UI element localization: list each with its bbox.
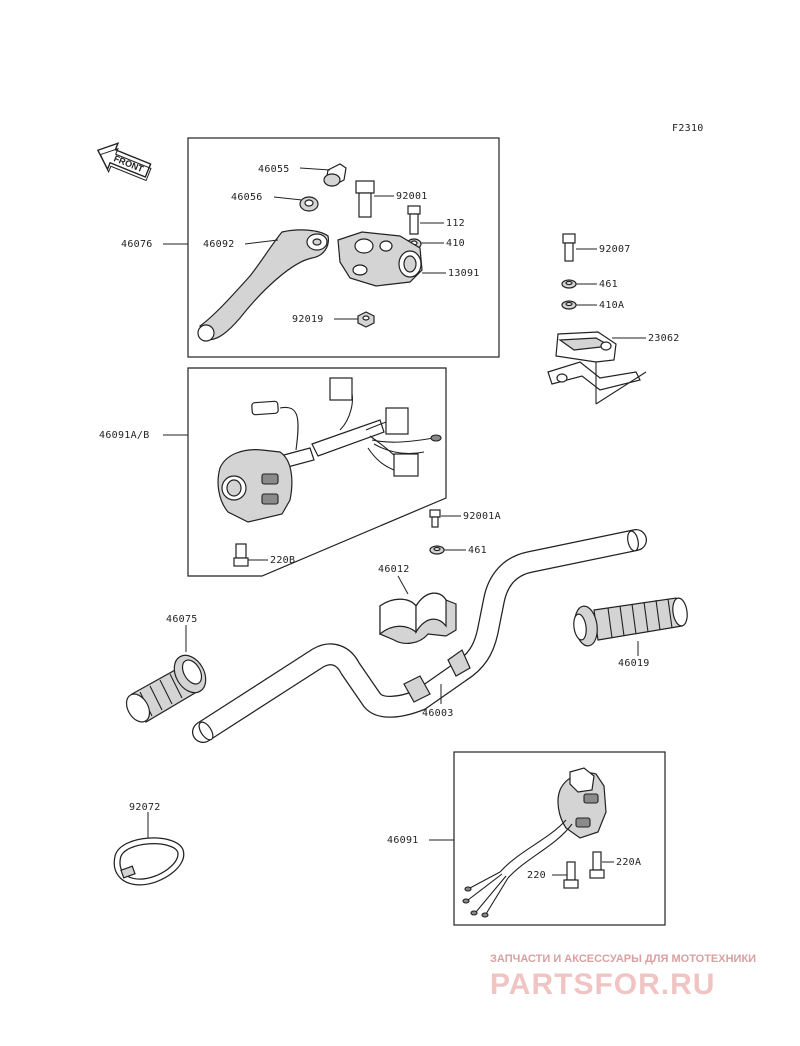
label-92072: 92072 (129, 802, 161, 813)
label-23062: 23062 (648, 333, 680, 344)
part-46003-handlebar (192, 529, 647, 743)
label-92007: 92007 (599, 244, 631, 255)
label-461-a: 461 (599, 279, 618, 290)
label-46012: 46012 (378, 564, 410, 575)
label-46055: 46055 (258, 164, 290, 175)
label-46091ab: 46091A/B (99, 430, 150, 441)
part-220b-screw (233, 543, 249, 567)
label-92019: 92019 (292, 314, 324, 325)
part-46019-throttle-grip (573, 597, 688, 647)
watermark-tagline: ЗАПЧАСТИ И АКСЕССУАРЫ ДЛЯ МОТОТЕХНИКИ (490, 953, 756, 965)
front-arrow-icon: FRONT (96, 142, 152, 182)
label-46092: 46092 (203, 239, 235, 250)
part-46091ab-left-switch-housing (217, 377, 442, 523)
label-461-b: 461 (468, 545, 487, 556)
part-46056-locknut (299, 196, 319, 212)
label-46056: 46056 (231, 192, 263, 203)
part-92001-bolt (355, 180, 375, 218)
label-13091: 13091 (448, 268, 480, 279)
label-46003: 46003 (422, 708, 454, 719)
label-92001: 92001 (396, 191, 428, 202)
label-92001a: 92001A (463, 511, 501, 522)
right-switch-group-box (453, 751, 666, 926)
left-switch-group-box (187, 367, 447, 577)
part-46092-clutch-lever (197, 229, 329, 342)
clutch-lever-group-box (187, 137, 500, 358)
part-46012-handlebar-holder (379, 592, 457, 644)
label-220: 220 (527, 870, 546, 881)
figure-code: F2310 (672, 123, 704, 134)
label-410: 410 (446, 238, 465, 249)
part-92001a-screw (429, 509, 441, 528)
part-92007-bolt (562, 233, 576, 262)
part-220-screw (563, 861, 579, 889)
part-46075-left-grip (125, 654, 207, 723)
part-461-washer-b (429, 545, 445, 555)
part-46055-adjuster (323, 163, 347, 187)
label-410a: 410A (599, 300, 624, 311)
label-46076: 46076 (121, 239, 153, 250)
label-220b: 220B (270, 555, 295, 566)
part-112-screw (407, 205, 421, 235)
part-23062-bracket (547, 331, 647, 405)
part-92019-nut (357, 311, 375, 328)
label-112: 112 (446, 218, 465, 229)
label-46075: 46075 (166, 614, 198, 625)
part-13091-lever-holder (337, 231, 423, 287)
label-46091: 46091 (387, 835, 419, 846)
label-46019: 46019 (618, 658, 650, 669)
part-461-washer-a (561, 279, 577, 289)
label-220a: 220A (616, 857, 641, 868)
part-92072-band (113, 837, 185, 886)
part-410a-washer (561, 300, 577, 310)
watermark-logo: PARTSFOR.RU (490, 968, 715, 1001)
part-220a-screw (589, 851, 605, 879)
part-46091-right-switch-housing (462, 767, 607, 918)
